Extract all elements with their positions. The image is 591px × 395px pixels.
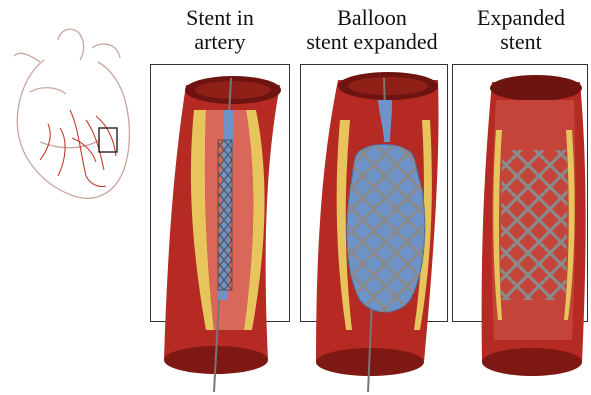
title-line-2: stent expanded	[297, 30, 447, 54]
title-line-2: stent	[452, 30, 590, 54]
artery-panel-1	[164, 76, 281, 392]
panel-title-expanded-stent: Expanded stent	[452, 6, 590, 54]
title-line-1: Balloon	[297, 6, 447, 30]
artery-opening-inner-2	[348, 77, 428, 95]
panel-title-balloon-stent-expanded: Balloon stent expanded	[297, 6, 447, 54]
stent-crimped-1	[218, 140, 232, 290]
artery-panel-3	[482, 75, 586, 376]
panel-title-stent-in-artery: Stent in artery	[150, 6, 290, 54]
stent-expanded-3	[496, 146, 572, 306]
artery-opening-3	[490, 75, 582, 101]
title-line-1: Expanded	[452, 6, 590, 30]
title-line-1: Stent in	[150, 6, 290, 30]
artery-panel-2	[316, 72, 438, 392]
title-line-2: artery	[150, 30, 290, 54]
artery-opening-inner-1	[195, 81, 271, 99]
artery-bottom-opening-3	[482, 348, 582, 376]
